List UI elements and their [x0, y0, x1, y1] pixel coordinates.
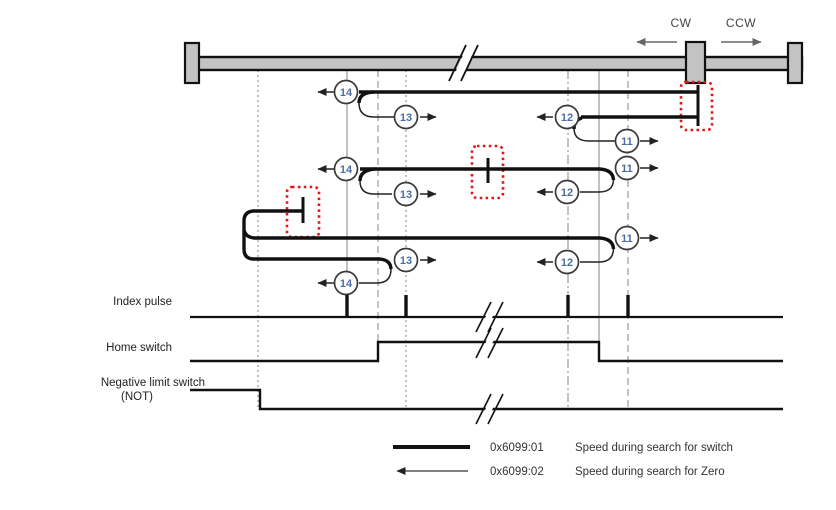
svg-text:13: 13	[400, 189, 412, 201]
negative-limit-waveform	[190, 388, 783, 411]
method-marker-11b: 11	[614, 155, 640, 181]
legend: 0x6099:01 Speed during search for switch…	[393, 442, 733, 478]
svg-text:11: 11	[621, 136, 633, 148]
index-pulse-label: Index pulse	[113, 296, 172, 308]
cw-label: CW	[671, 16, 692, 30]
method-marker-11c: 11	[614, 225, 640, 251]
left-end-stop	[183, 41, 201, 85]
trajectories-thin	[317, 88, 659, 287]
traj-mid-line	[360, 167, 616, 181]
traj-thin-12b	[580, 179, 615, 193]
svg-text:13: 13	[400, 255, 412, 267]
method-marker-14b: 14	[333, 156, 359, 182]
traj-bottom-left-uturn	[242, 209, 379, 261]
legend-desc-2: Speed during search for Zero	[575, 466, 725, 478]
legend-desc-1: Speed during search for switch	[575, 442, 733, 454]
svg-text:13: 13	[400, 112, 412, 124]
rail-break-gap	[451, 44, 477, 82]
slider-block	[684, 40, 707, 85]
method-marker-13b: 13	[393, 181, 419, 207]
home-switch-label: Home switch	[106, 342, 172, 354]
home-box-left	[285, 185, 321, 239]
method-marker-12a: 12	[554, 104, 580, 130]
svg-text:11: 11	[621, 163, 633, 175]
svg-text:14: 14	[340, 87, 353, 99]
position-tbars	[301, 85, 700, 223]
index-pulse-spikes	[345, 295, 630, 318]
negative-limit-label-line2: (NOT)	[121, 391, 153, 403]
negative-limit-label-line1: Negative limit switch	[101, 377, 205, 389]
method-marker-13a: 13	[393, 104, 419, 130]
svg-text:11: 11	[621, 233, 633, 245]
axis-rail-assembly: CW CCW	[183, 16, 804, 85]
method-marker-12c: 12	[554, 249, 580, 275]
legend-code-1: 0x6099:01	[490, 442, 544, 454]
svg-text:12: 12	[561, 187, 573, 199]
traj-bottom-mid-bend	[378, 257, 393, 270]
rail-bar	[194, 55, 804, 72]
traj-mid-left-bend	[358, 167, 376, 182]
signal-break-icons	[475, 301, 504, 425]
traj-thin-11a	[573, 128, 615, 142]
svg-text:14: 14	[340, 278, 353, 290]
method-marker-14a: 14	[333, 79, 359, 105]
home-box-middle	[470, 144, 505, 200]
method-marker-14c: 14	[333, 270, 359, 296]
traj-thin-14c	[359, 268, 392, 284]
legend-code-2: 0x6099:02	[490, 466, 544, 478]
method-markers: 14 13 12 11 14 13 11 12 11 12 13 14	[333, 79, 640, 296]
right-end-stop	[786, 41, 804, 85]
traj-thin-13a	[358, 102, 394, 118]
method-marker-11a: 11	[614, 128, 640, 154]
signal-waveforms	[190, 295, 783, 425]
svg-text:14: 14	[340, 164, 353, 176]
home-box-right	[679, 80, 714, 132]
signal-labels: Index pulse Home switch Negative limit s…	[101, 296, 205, 403]
traj-thin-12c	[580, 248, 615, 263]
rail-break-icon	[448, 44, 479, 82]
traj-thin-13b	[359, 180, 392, 195]
svg-text:12: 12	[561, 257, 573, 269]
svg-text:12: 12	[561, 112, 573, 124]
ccw-label: CCW	[726, 16, 756, 30]
method-marker-13c: 13	[393, 247, 419, 273]
traj-bottom-main-line	[242, 229, 616, 250]
home-position-boxes	[285, 80, 714, 239]
method-marker-12b: 12	[554, 179, 580, 205]
trajectories-thick	[242, 90, 698, 270]
traj-top-left-bend	[357, 90, 375, 104]
